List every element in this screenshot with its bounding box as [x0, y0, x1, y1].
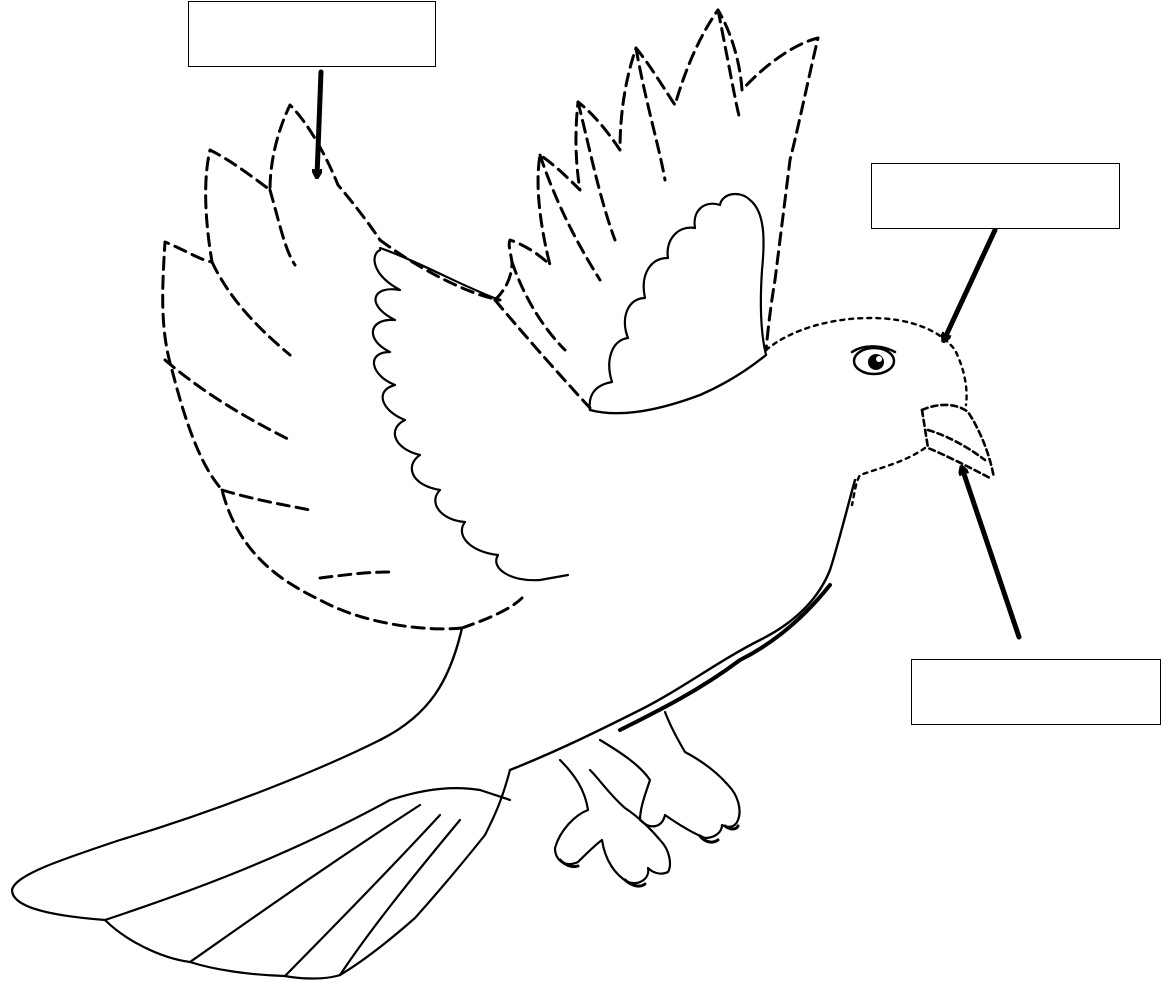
left-wing-coverts — [373, 248, 568, 580]
tail — [12, 740, 510, 979]
label-box-beak[interactable] — [911, 659, 1161, 725]
beak-dashed — [922, 405, 994, 478]
label-box-head[interactable] — [871, 163, 1120, 229]
label-box-wing[interactable] — [188, 1, 436, 67]
arrow-to-wing — [317, 72, 321, 176]
arrow-to-beak — [962, 468, 1019, 637]
right-wing-coverts — [590, 194, 766, 410]
arrow-to-head — [944, 230, 995, 340]
body-outline — [380, 355, 855, 770]
eye — [852, 346, 895, 374]
left-wing-dashed-outline — [163, 105, 522, 629]
pointer-arrows — [317, 72, 1019, 637]
